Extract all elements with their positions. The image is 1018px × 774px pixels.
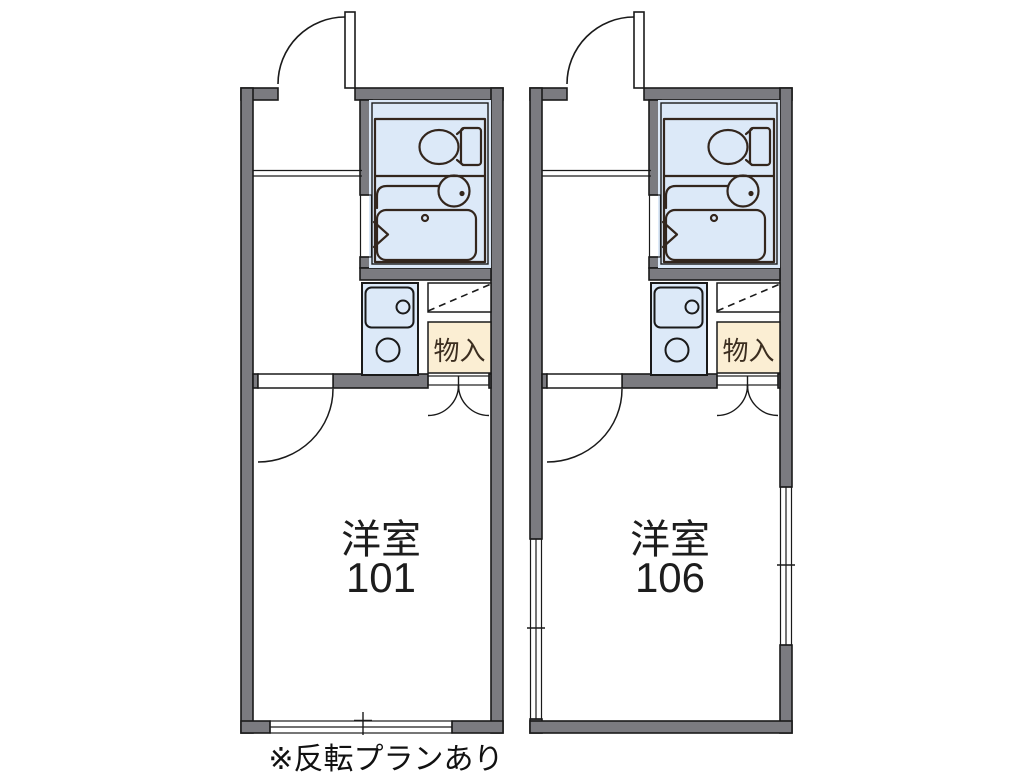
storage-closet: 物入: [427, 321, 492, 417]
bathroom-folding-door-icon: [661, 220, 679, 249]
wall-right: [490, 87, 504, 734]
bathroom-panel: [658, 100, 780, 268]
closet-door-swing-left: [716, 384, 749, 417]
washbasin-icon: [437, 174, 471, 208]
kitchen-sink: [364, 286, 415, 329]
entrance-door-leaf: [344, 11, 356, 89]
toilet-icon: [707, 126, 772, 167]
stove-burner-icon: [664, 337, 690, 363]
bathroom-inner: [662, 117, 776, 264]
window-right: [777, 486, 795, 646]
room-door: [257, 373, 334, 463]
closet-label: 物入: [433, 336, 485, 366]
room-label: 洋室: [630, 518, 710, 562]
entry-step-line: [542, 169, 651, 177]
bath-counter-edge: [664, 184, 729, 210]
bathroom-unit: [359, 100, 491, 268]
entry-step-line: [253, 169, 362, 177]
wall-bottom: [529, 720, 793, 734]
bath-counter-edge: [375, 184, 440, 210]
wall-top-right: [354, 87, 504, 101]
footnote: ※反転プランあり: [268, 743, 503, 774]
wall-room-mid: [332, 373, 429, 389]
kitchen-sink: [653, 286, 704, 329]
entrance-door: [566, 11, 645, 89]
bathroom-folding-door-icon: [372, 220, 390, 249]
storage-closet: 物入: [716, 321, 781, 417]
washbasin-faucet: [748, 190, 754, 197]
wall-left-upper: [529, 87, 543, 540]
kitchen-faucet: [684, 299, 700, 315]
closet-label: 物入: [722, 336, 774, 366]
kitchen-unit: [650, 282, 708, 376]
washbasin-icon: [726, 174, 760, 208]
wall-right-upper: [779, 87, 793, 488]
toilet-tank: [459, 126, 483, 167]
closet-box: [716, 321, 781, 374]
window-left: [527, 538, 545, 720]
bathtub-drain: [709, 213, 719, 223]
wall-left: [240, 87, 254, 734]
bathroom-door-opening: [648, 194, 662, 258]
room-number: 101: [346, 554, 416, 601]
toilet-icon: [418, 126, 483, 167]
kitchen-block: [650, 282, 708, 376]
wall-right-lower: [779, 644, 793, 734]
toilet-bowl: [418, 128, 460, 166]
room-label: 洋室: [341, 518, 421, 562]
bathroom-rim: [660, 102, 778, 265]
overhead-shelf: [427, 282, 492, 313]
room-door-leaf: [546, 373, 623, 389]
closet-door-swing-right: [457, 384, 490, 417]
bathtub-drain: [420, 213, 430, 223]
entrance-door-swing: [277, 16, 346, 85]
entrance-door: [277, 11, 356, 89]
room-door-leaf: [257, 373, 334, 389]
room-door-swing: [257, 388, 334, 463]
bathroom-inner: [373, 117, 487, 264]
floorplan-unit-106: 物入 洋室 106: [527, 11, 795, 734]
floorplan-unit-101: 物入 洋室 101: [240, 11, 504, 735]
kitchen-unit: [361, 282, 419, 376]
closet-door-swing-right: [746, 384, 779, 417]
washbasin-faucet: [459, 190, 465, 197]
toilet-tank: [748, 126, 772, 167]
wall-below-bathroom: [359, 267, 492, 281]
room-door: [546, 373, 623, 463]
wall-bottom-right: [451, 720, 504, 734]
room-door-swing: [546, 388, 623, 463]
bathtub-icon: [375, 208, 478, 262]
wall-top-right: [643, 87, 793, 101]
closet-box: [427, 321, 492, 374]
closet-door-swing-left: [427, 384, 460, 417]
wall-bottom-left: [240, 720, 271, 734]
wall-below-bathroom: [648, 267, 781, 281]
bathtub-icon: [664, 208, 767, 262]
bathroom-rim: [371, 102, 489, 265]
bathroom-unit: [648, 100, 780, 268]
entrance-door-leaf: [633, 11, 645, 89]
room-number: 106: [635, 554, 705, 601]
window-bottom: [269, 712, 453, 735]
bathroom-door-opening: [359, 194, 373, 258]
overhead-shelf: [716, 282, 781, 313]
kitchen-faucet: [395, 299, 411, 315]
bathroom-panel: [369, 100, 491, 268]
wall-room-mid: [621, 373, 718, 389]
entrance-door-swing: [566, 16, 635, 85]
kitchen-block: [361, 282, 419, 376]
stove-burner-icon: [375, 337, 401, 363]
toilet-bowl: [707, 128, 749, 166]
